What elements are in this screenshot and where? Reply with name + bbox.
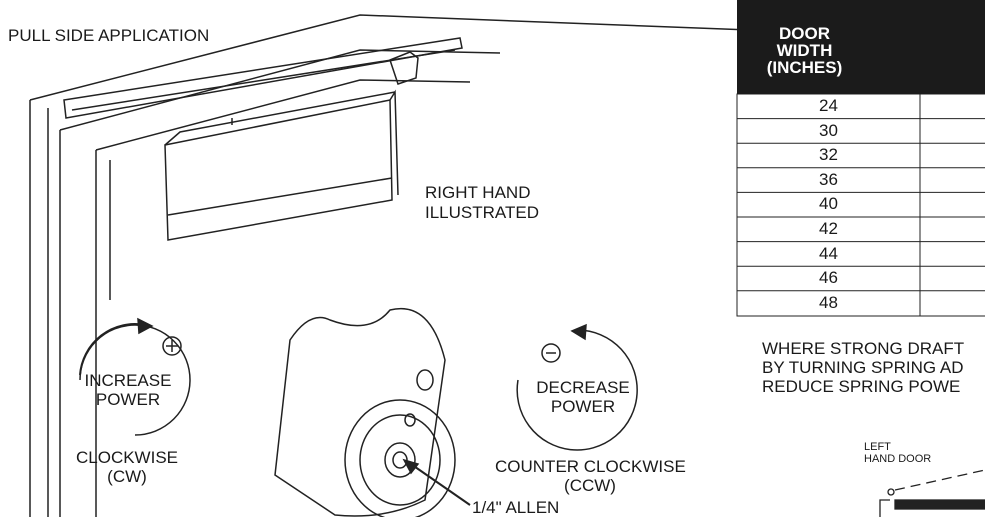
increase-dir1: CLOCKWISE — [75, 448, 179, 467]
decrease-dir2: (CCW) — [564, 476, 616, 495]
door-width-cell: 44 — [819, 243, 838, 263]
left-hand-label2: HAND DOOR — [864, 453, 932, 465]
decrease-line2: POWER — [550, 397, 616, 416]
title: PULL SIDE APPLICATION — [8, 26, 210, 45]
increase-line1: INCREASE — [84, 371, 172, 390]
door-width-cell: 42 — [819, 219, 838, 238]
decrease-line1: DECREASE — [536, 378, 630, 397]
door-width-cell: 48 — [819, 292, 838, 312]
header-line3: (INCHES) — [766, 58, 843, 77]
note-line1: WHERE STRONG DRAFT — [762, 339, 965, 358]
note-line3: REDUCE SPRING POWE — [762, 377, 961, 396]
door-width-cell: 32 — [819, 145, 838, 165]
door-width-cell: 36 — [819, 169, 838, 189]
left-hand-label1: LEFT — [864, 441, 891, 453]
header-line2: WIDTH — [776, 41, 833, 60]
door-width-cell: 30 — [819, 120, 838, 140]
door-width-cell: 40 — [819, 194, 838, 214]
header-line1: DOOR — [779, 24, 830, 43]
increase-dir2: (CW) — [107, 467, 147, 486]
door-width-cell: 46 — [819, 268, 838, 288]
increase-line2: POWER — [95, 390, 161, 409]
table-header: DOOR WIDTH (INCHES) — [752, 25, 857, 76]
decrease-dir1: COUNTER CLOCKWISE — [495, 457, 686, 476]
right-hand-note-2: ILLUSTRATED — [425, 203, 539, 222]
allen-label: 1/4" ALLEN — [472, 498, 560, 517]
right-hand-note-1: RIGHT HAND — [425, 183, 531, 202]
note-line2: BY TURNING SPRING AD — [762, 358, 964, 377]
door-width-cell: 24 — [819, 96, 838, 115]
